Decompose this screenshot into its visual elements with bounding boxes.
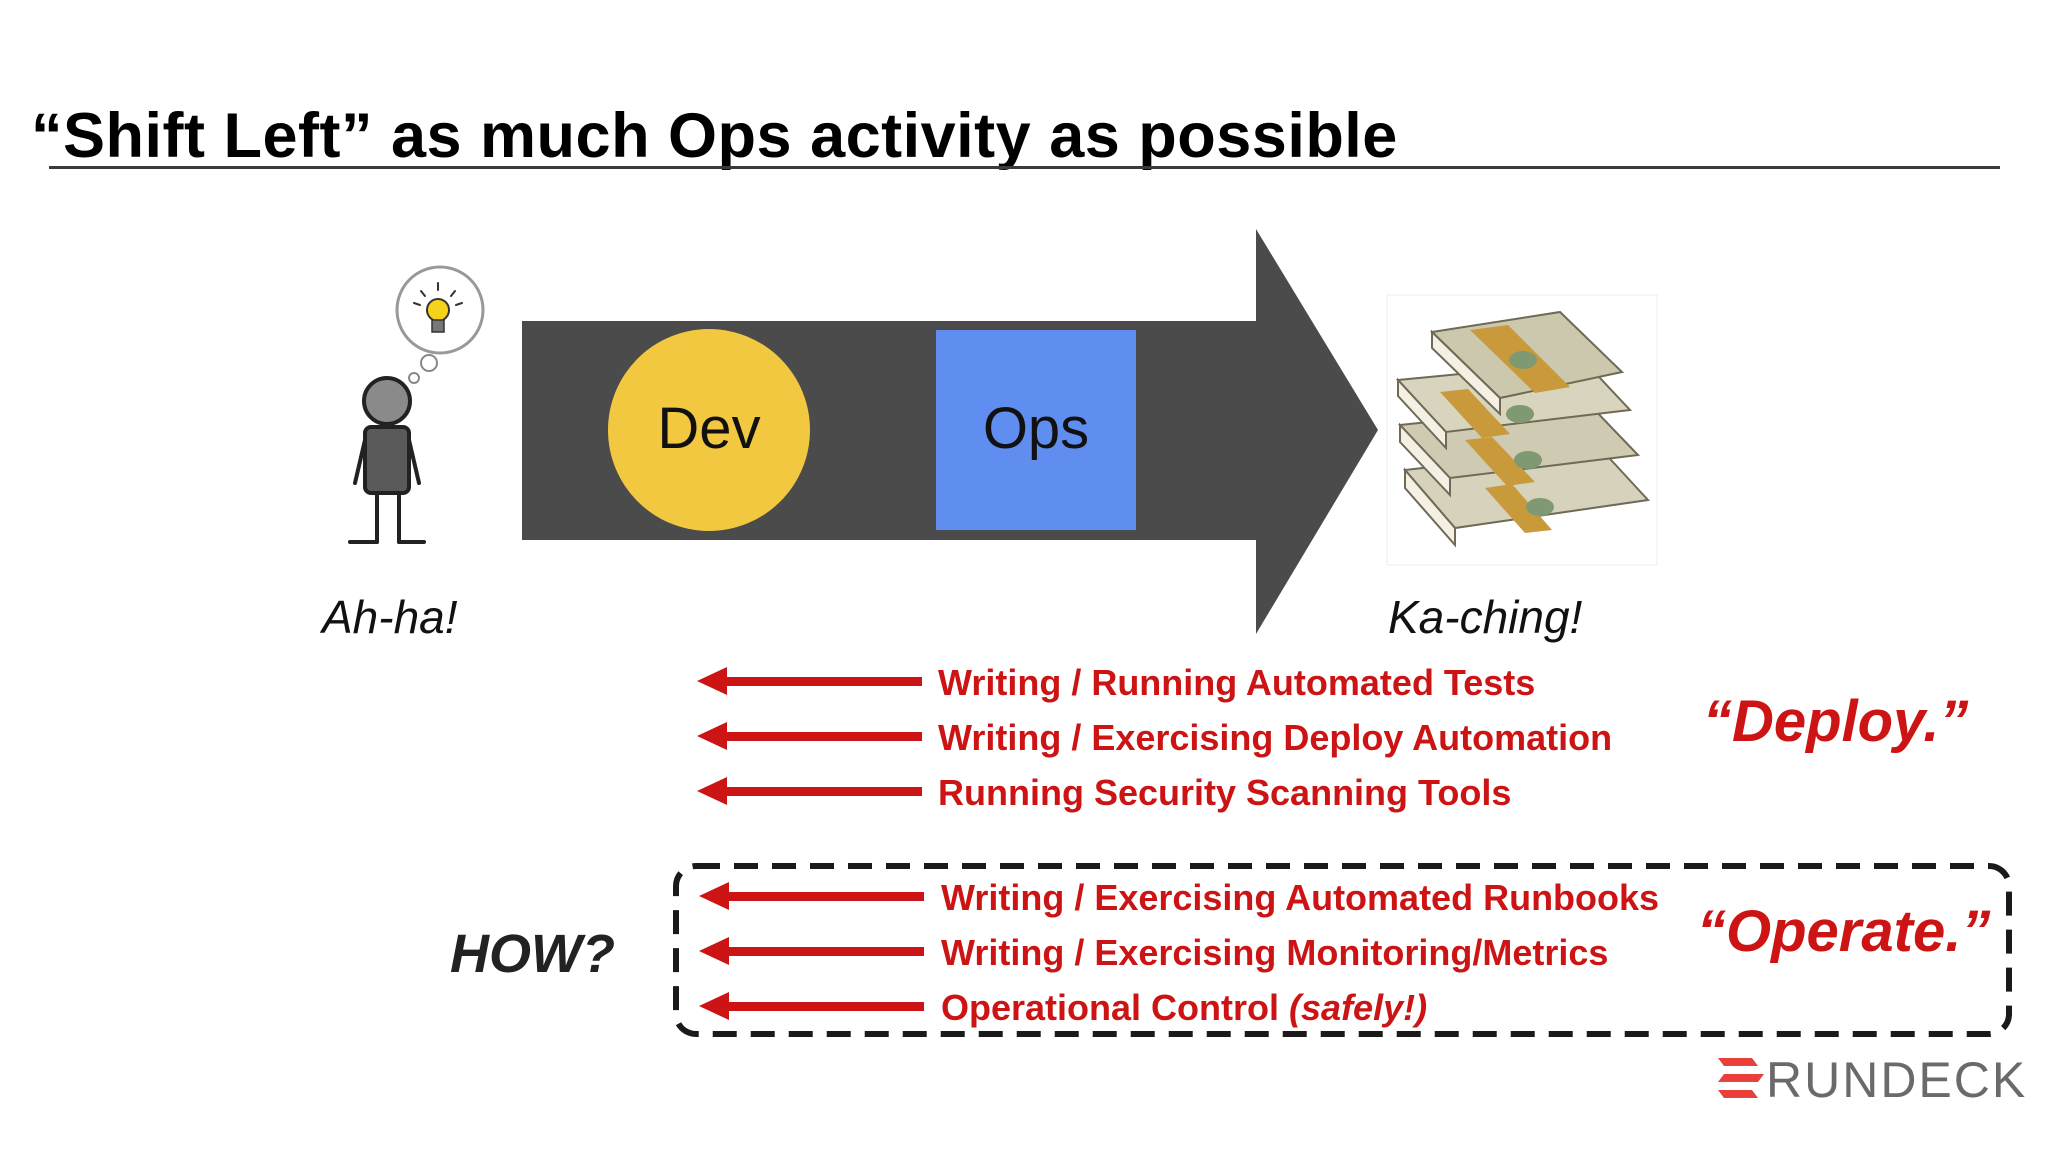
slide-title: “Shift Left” as much Ops activity as pos… xyxy=(31,101,1398,171)
operate-item-2: Writing / Exercising Monitoring/Metrics xyxy=(941,932,1609,973)
dev-label: Dev xyxy=(657,396,761,461)
money-stack-icon xyxy=(1386,294,1658,566)
dev-circle xyxy=(608,329,810,531)
lightbulb-icon xyxy=(395,265,485,384)
rundeck-logo-text: RUNDECK xyxy=(1766,1052,2028,1108)
ops-square xyxy=(936,330,1136,530)
stick-figure-icon xyxy=(348,376,426,544)
start-caption: Ah-ha! xyxy=(322,591,458,643)
rundeck-logo-icon xyxy=(1718,1058,1764,1098)
deploy-item-1: Writing / Running Automated Tests xyxy=(938,662,1536,703)
operate-item-3-emphasis: (safely!) xyxy=(1289,987,1428,1028)
operate-dashed-box xyxy=(673,863,2012,1037)
ops-label: Ops xyxy=(982,396,1090,461)
operate-item-3: Operational Control (safely!) xyxy=(941,987,1427,1029)
deploy-phase-label: “Deploy.” xyxy=(1703,689,1969,754)
deploy-arrows xyxy=(697,667,922,805)
operate-item-3-text: Operational Control xyxy=(941,987,1280,1028)
deploy-item-3: Running Security Scanning Tools xyxy=(938,772,1512,813)
deploy-item-2: Writing / Exercising Deploy Automation xyxy=(938,717,1613,758)
operate-arrows xyxy=(699,882,924,1020)
operate-phase-label: “Operate.” xyxy=(1697,899,1991,964)
end-caption: Ka-ching! xyxy=(1388,591,1583,643)
how-label: HOW? xyxy=(450,924,615,984)
title-underline xyxy=(49,166,2000,169)
operate-item-1: Writing / Exercising Automated Runbooks xyxy=(941,877,1660,918)
